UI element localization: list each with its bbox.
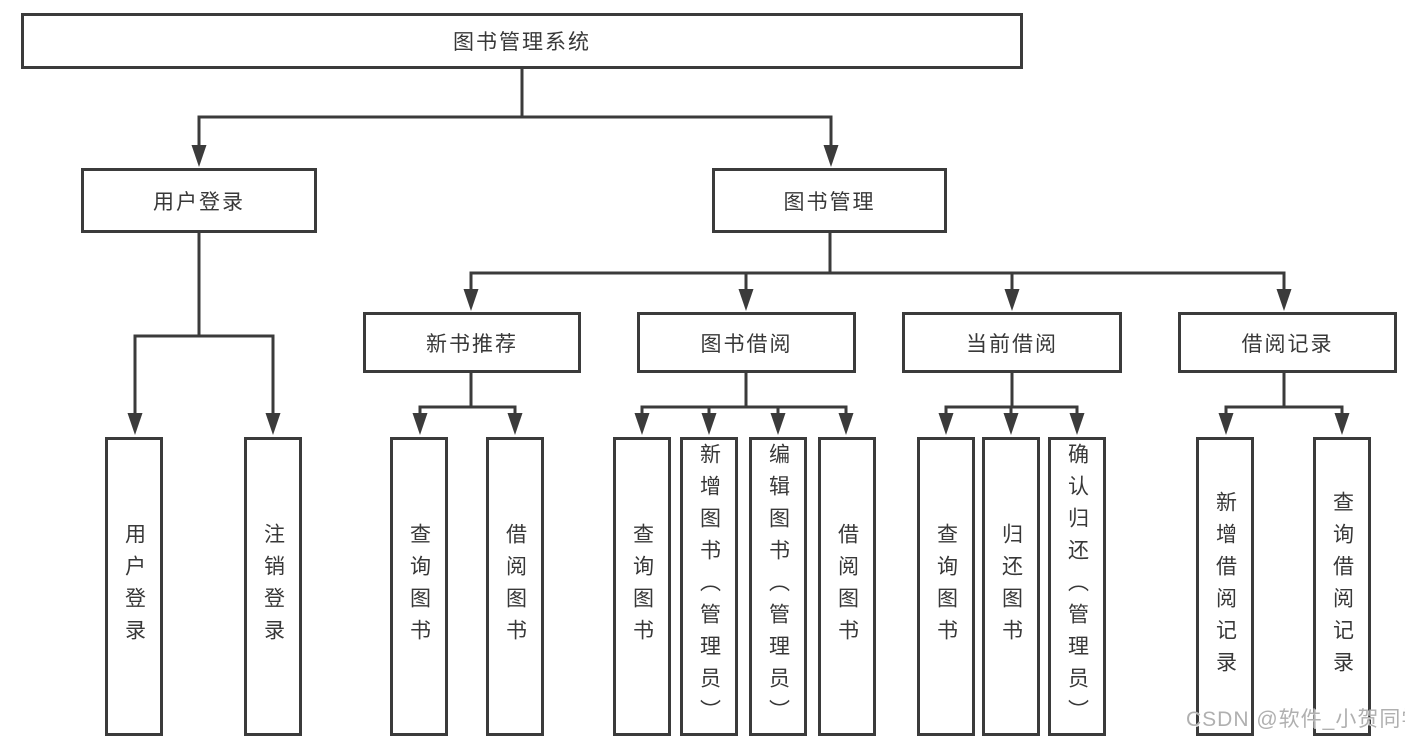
node-label: 图书借阅 <box>700 332 793 356</box>
node-label: 查询图书 <box>630 522 654 651</box>
node-leaf-edit-book-admin: 编辑图书（管理员） <box>749 437 807 736</box>
node-label: 编辑图书（管理员） <box>766 442 790 731</box>
node-leaf-logout: 注销登录 <box>244 437 302 736</box>
node-leaf-user-login: 用户登录 <box>105 437 163 736</box>
node-user-login: 用户登录 <box>81 168 317 233</box>
node-leaf-query-books-newbook: 查询图书 <box>390 437 448 736</box>
node-leaf-query-borrow-record: 查询借阅记录 <box>1313 437 1371 736</box>
node-leaf-borrow-books-borrow: 借阅图书 <box>818 437 876 736</box>
node-leaf-query-books-current: 查询图书 <box>917 437 975 736</box>
node-borrow-records: 借阅记录 <box>1178 312 1397 373</box>
node-label: 归还图书 <box>999 522 1023 651</box>
node-label: 用户登录 <box>153 190 245 214</box>
node-label: 新书推荐 <box>426 332 518 356</box>
node-leaf-borrow-books-newbook: 借阅图书 <box>486 437 544 736</box>
node-leaf-return-book: 归还图书 <box>982 437 1040 736</box>
node-label: 借阅图书 <box>503 522 527 651</box>
node-leaf-confirm-return-admin: 确认归还（管理员） <box>1048 437 1106 736</box>
node-label: 查询图书 <box>407 522 431 651</box>
node-label: 新增图书（管理员） <box>697 442 721 731</box>
node-label: 图书管理 <box>783 190 876 214</box>
node-label: 查询图书 <box>934 522 958 651</box>
node-book-borrow: 图书借阅 <box>637 312 856 373</box>
node-leaf-add-borrow-record: 新增借阅记录 <box>1196 437 1254 736</box>
node-label: 借阅图书 <box>835 522 859 651</box>
node-label: 借阅记录 <box>1241 332 1334 356</box>
node-current-borrow: 当前借阅 <box>902 312 1122 373</box>
node-leaf-add-book-admin: 新增图书（管理员） <box>680 437 738 736</box>
node-leaf-query-books-borrow: 查询图书 <box>613 437 671 736</box>
node-new-book-recommend: 新书推荐 <box>363 312 581 373</box>
csdn-watermark: CSDN @软件_小贺同学 <box>1186 708 1405 731</box>
node-label: 查询借阅记录 <box>1330 490 1354 683</box>
node-label: 用户登录 <box>122 522 146 651</box>
node-library-system: 图书管理系统 <box>21 13 1023 69</box>
node-book-management: 图书管理 <box>712 168 947 233</box>
node-label: 当前借阅 <box>966 332 1058 356</box>
node-label: 新增借阅记录 <box>1213 490 1237 683</box>
node-label: 注销登录 <box>261 522 285 651</box>
node-label: 确认归还（管理员） <box>1065 442 1089 731</box>
node-label: 图书管理系统 <box>453 31 591 54</box>
